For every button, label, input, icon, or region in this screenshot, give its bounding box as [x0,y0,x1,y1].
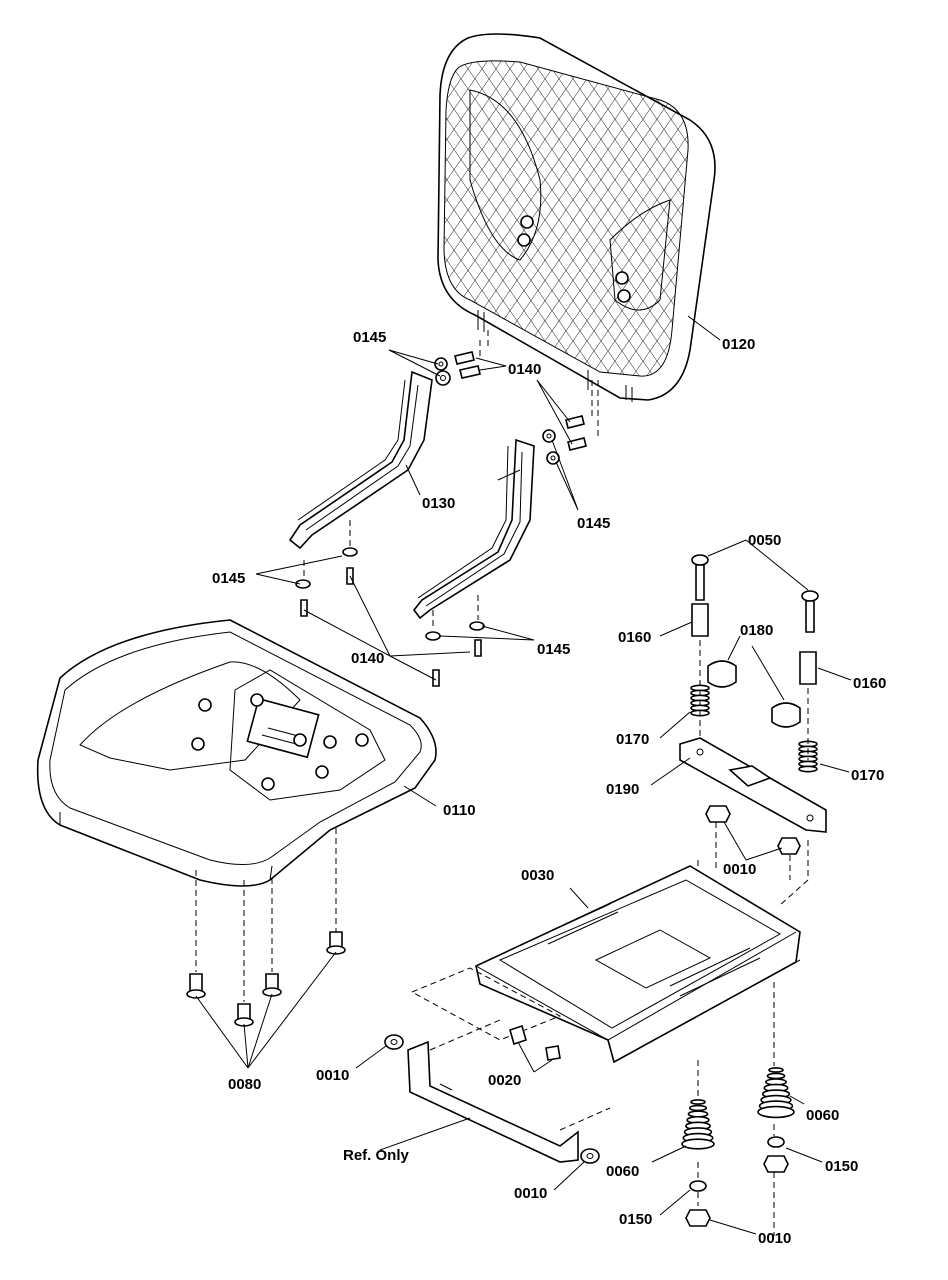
label-0120: 0120 [722,336,755,353]
label-ref-only: Ref. Only [343,1147,410,1164]
label-0130: 0130 [422,495,455,512]
leader-lines [195,315,852,1235]
seat-pan-0110 [36,619,437,887]
label-0110: 0110 [443,802,476,819]
bracket-0130-right [412,438,535,620]
part-labels: 0145 0140 0120 0130 0145 0050 0145 0160 … [212,329,886,1247]
label-0145-d: 0145 [537,641,570,658]
label-0010-a: 0010 [723,861,756,878]
label-0170-a: 0170 [616,731,649,748]
backrest-hardware [295,351,587,687]
label-0140-b: 0140 [351,650,384,667]
label-0150-b: 0150 [619,1211,652,1228]
label-0030: 0030 [521,867,554,884]
label-0190: 0190 [606,781,639,798]
ref-only-bracket [384,967,611,1164]
spring-assembly-hardware [679,554,827,855]
label-0060-b: 0060 [606,1163,639,1180]
label-0140-a: 0140 [508,361,541,378]
label-0160-a: 0160 [618,629,651,646]
label-0020: 0020 [488,1072,521,1089]
label-0145-a: 0145 [353,329,386,346]
label-0160-b: 0160 [853,675,886,692]
label-0150-a: 0150 [825,1158,858,1175]
label-0145-c: 0145 [212,570,245,587]
label-0180: 0180 [740,622,773,639]
bracket-0130-left [288,370,433,550]
base-plate-0030 [475,865,801,1064]
lower-springs [681,982,795,1236]
label-0010-d: 0010 [758,1230,791,1247]
label-0145-b: 0145 [577,515,610,532]
seat-bolts-0080 [186,828,346,1027]
label-0050: 0050 [748,532,781,549]
label-0080: 0080 [228,1076,261,1093]
label-0010-b: 0010 [316,1067,349,1084]
backrest-0120 [437,33,716,402]
label-0170-b: 0170 [851,767,884,784]
label-0060-a: 0060 [806,1107,839,1124]
label-0010-c: 0010 [514,1185,547,1202]
